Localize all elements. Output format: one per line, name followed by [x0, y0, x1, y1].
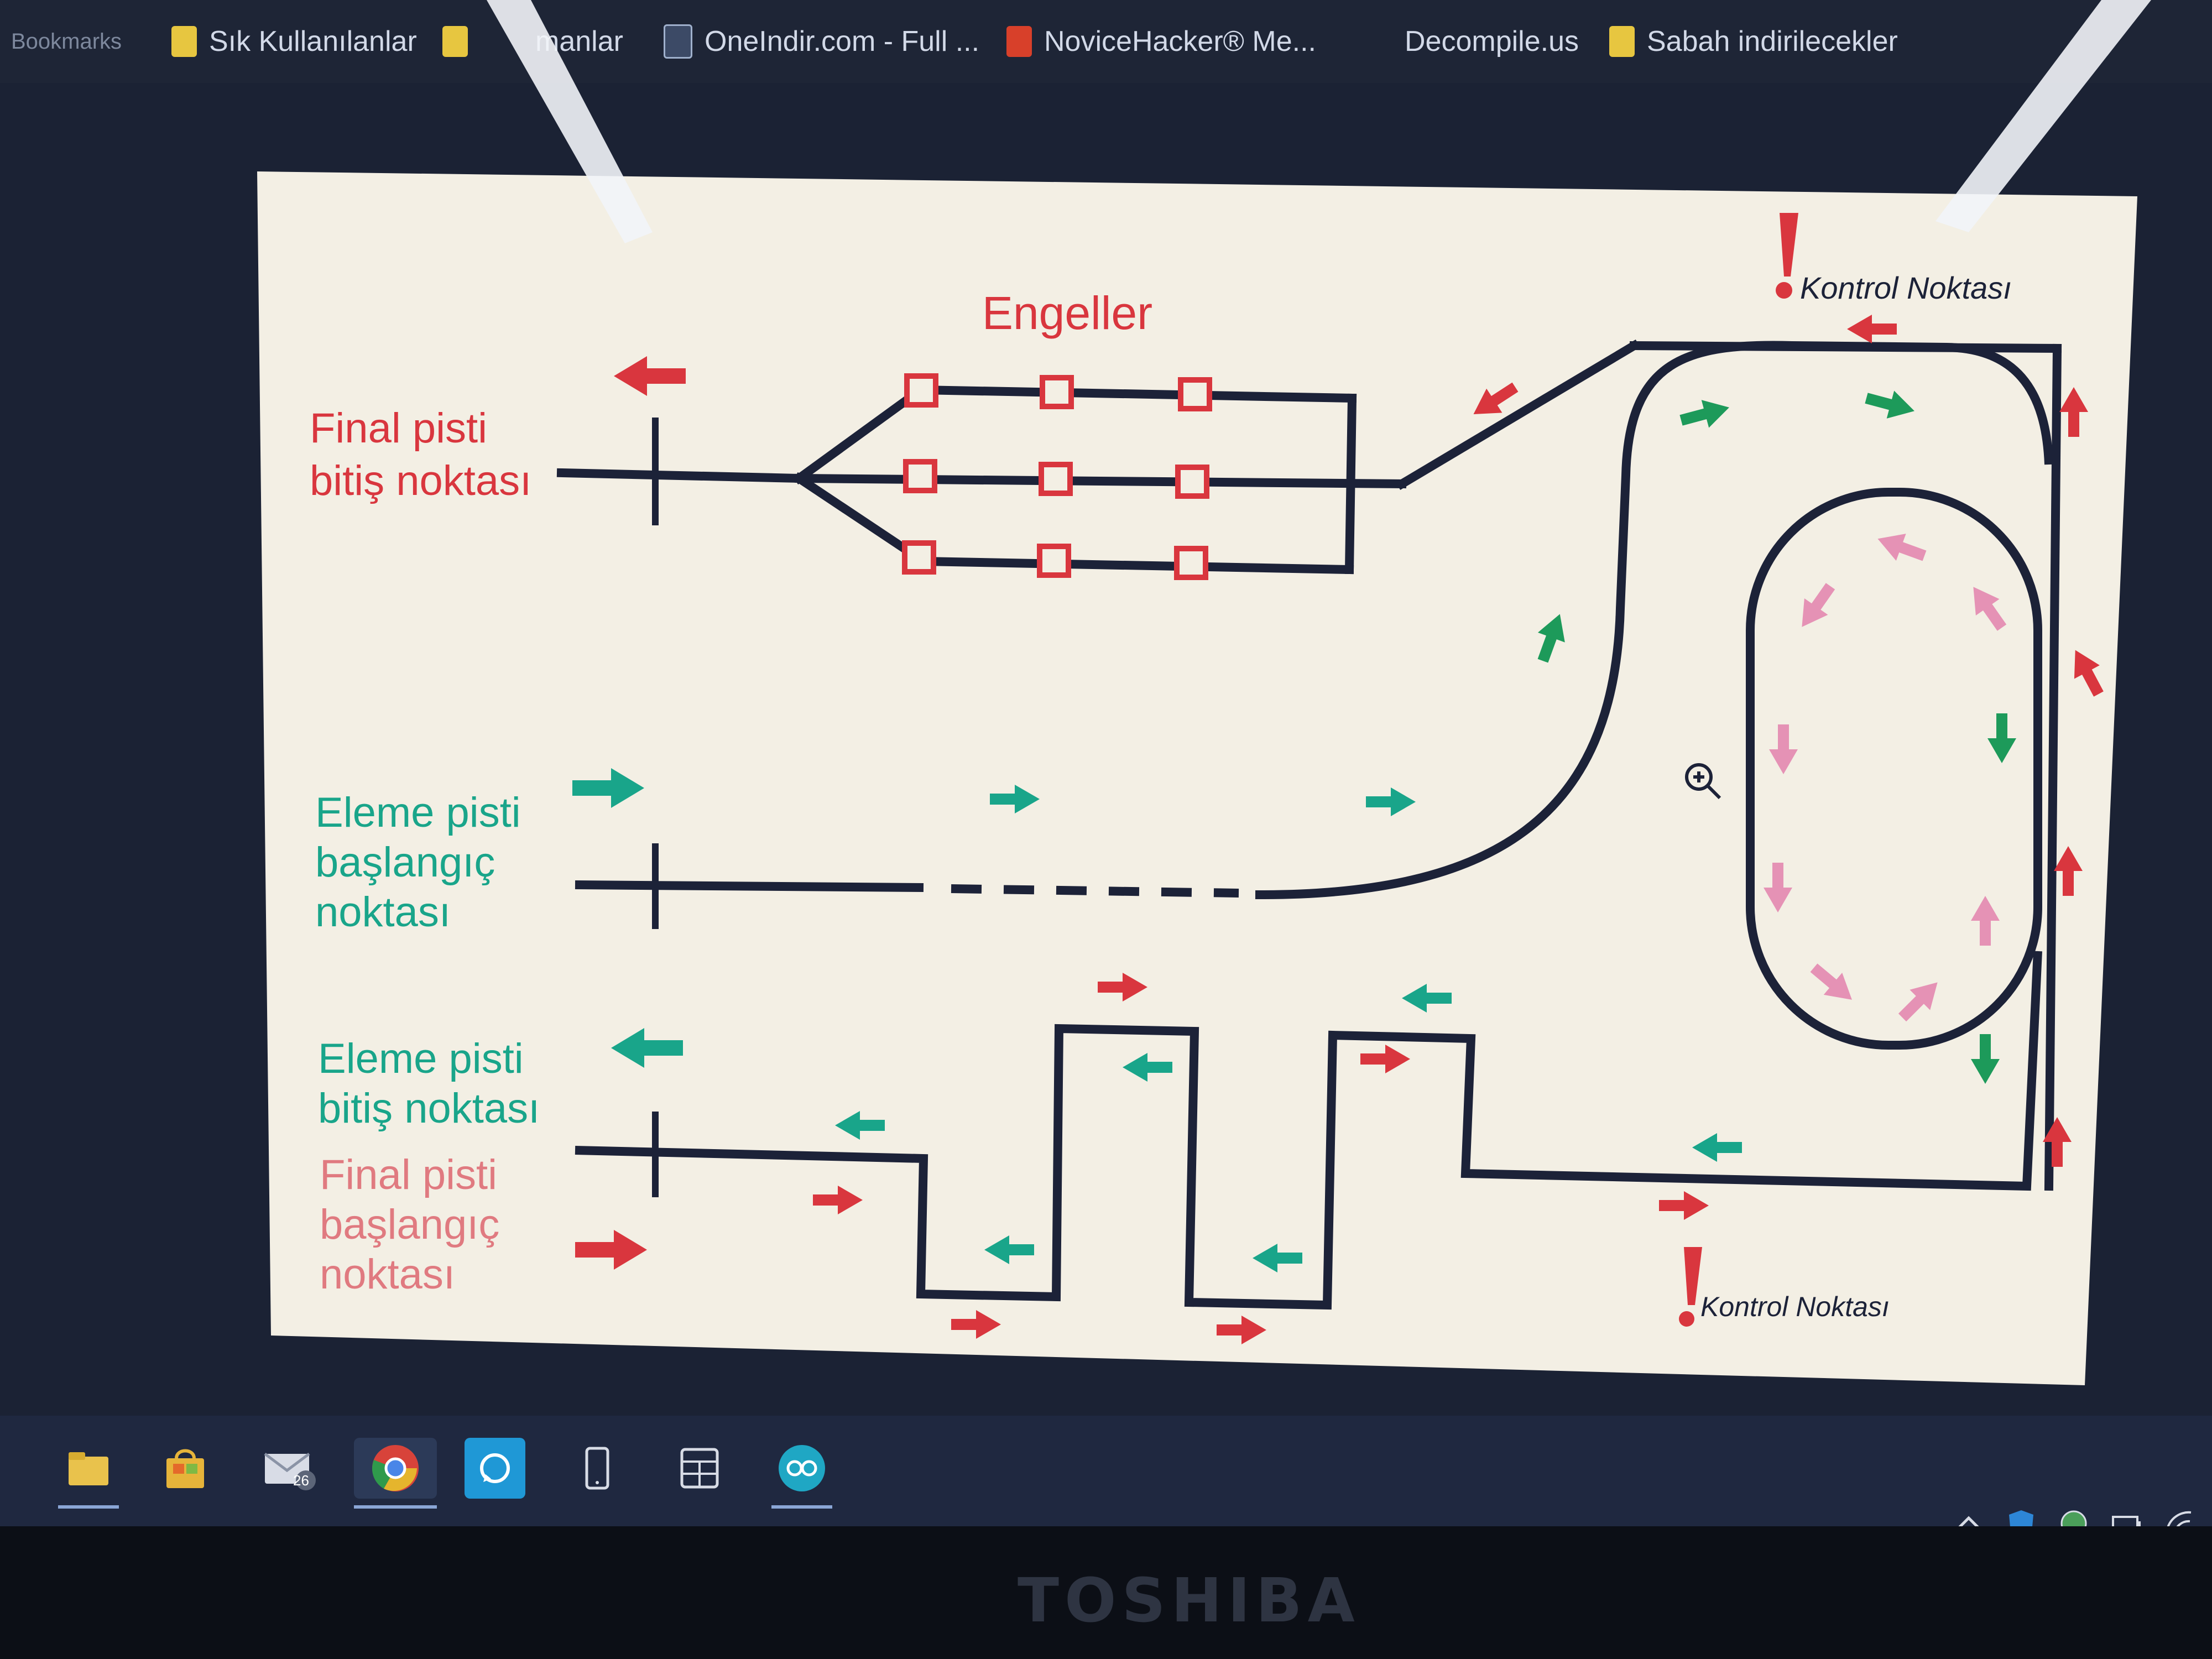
exclamation-icon [1684, 1247, 1702, 1305]
taskbar-app[interactable] [567, 1438, 628, 1499]
elim-start-label-line1: Eleme pisti [315, 789, 521, 836]
laptop-brand-logo: TOSHIBA [1018, 1565, 1360, 1636]
exclamation-icon [1679, 1311, 1694, 1327]
bookmark-folder[interactable]: Sık Kullanılanlar [171, 22, 417, 61]
hacker-icon [1006, 26, 1032, 57]
elim-finish-label-line2: bitiş noktası [318, 1085, 540, 1132]
folder-icon [1609, 26, 1635, 57]
bookmark-label: Sık Kullanılanlar [209, 25, 417, 58]
mail-badge: 26 [293, 1472, 309, 1489]
bookmark-site[interactable]: Decompile.us [1405, 22, 1579, 61]
taskbar-app[interactable] [58, 1438, 119, 1509]
elim-finish-label-line1: Eleme pisti [318, 1035, 524, 1082]
obstacle [1037, 544, 1071, 578]
bookmark-item[interactable]: Bookmarks [11, 22, 122, 61]
light-glare [487, 0, 653, 243]
final-start-label-line1: Final pisti [320, 1151, 497, 1198]
checkpoint-top: Kontrol Noktası [1776, 213, 2012, 305]
light-glare [1936, 0, 2151, 232]
final-finish-label-line2: bitiş noktası [310, 457, 531, 504]
checkpoint-label-bottom: Kontrol Noktası [1700, 1291, 1890, 1322]
exclamation-icon [1780, 213, 1798, 276]
obstacle [903, 459, 937, 493]
phone-icon [585, 1447, 609, 1490]
calculator-icon [680, 1448, 719, 1489]
whatsapp-icon [480, 1453, 510, 1483]
diagram-title: Engeller [982, 287, 1152, 339]
taskbar-app[interactable]: 26 [260, 1438, 321, 1499]
taskbar-app[interactable] [465, 1438, 525, 1499]
final-start-label-line3: noktası [320, 1251, 455, 1298]
taskbar-app[interactable] [354, 1438, 437, 1509]
bookmark-label: NoviceHacker® Me... [1044, 25, 1316, 58]
taskbar-app[interactable] [771, 1438, 832, 1509]
bookmark-label: Decompile.us [1405, 25, 1579, 58]
zigzag-track [575, 951, 2042, 1310]
file-explorer-icon [69, 1452, 108, 1485]
store-icon [166, 1449, 204, 1488]
bookmark-folder[interactable]: Sabah indirilecekler [1609, 22, 1898, 61]
bookmark-site[interactable]: OneIndir.com - Full ... [664, 22, 979, 61]
site-icon [664, 24, 692, 59]
obstacle [902, 540, 936, 575]
mail-icon [264, 1453, 316, 1490]
obstacle [1175, 465, 1209, 499]
obstacle [904, 373, 938, 408]
bookmarks-bar: Bookmarks Sık Kullanılanlar manlar OneIn… [0, 0, 2212, 83]
bookmark-label: OneIndir.com - Full ... [705, 25, 980, 58]
oval-loop [1746, 488, 2042, 1050]
elimination-track [575, 341, 2053, 900]
arduino-icon [779, 1445, 825, 1491]
obstacle [1174, 546, 1208, 580]
final-finish-label-line1: Final pisti [310, 405, 487, 452]
checkpoint-bottom: Kontrol Noktası [1679, 1247, 1890, 1327]
slide-background [257, 171, 2137, 1385]
taskbar-app[interactable] [669, 1438, 730, 1499]
laptop-bezel [0, 1526, 2212, 1659]
taskbar [0, 1416, 2212, 1526]
bookmark-site[interactable]: NoviceHacker® Me... [1006, 22, 1316, 61]
zoom-cursor-icon [1685, 763, 1721, 800]
elim-start-label-line3: noktası [315, 889, 451, 936]
bookmark-label: Bookmarks [11, 29, 122, 54]
elim-start-label-line2: başlangıç [315, 839, 495, 886]
obstacle [1039, 462, 1073, 496]
obstacle [1040, 375, 1074, 409]
chevron-up-icon[interactable] [1952, 1507, 1985, 1540]
folder-icon [171, 26, 197, 57]
bookmark-label: Sabah indirilecekler [1647, 25, 1898, 58]
obstacle [1178, 377, 1212, 411]
exclamation-icon [1776, 282, 1792, 299]
checkpoint-label-top: Kontrol Noktası [1800, 270, 2012, 305]
obstacles [902, 373, 1212, 580]
taskbar-app[interactable] [155, 1438, 216, 1499]
final-start-label-line2: başlangıç [320, 1201, 499, 1248]
chrome-icon [372, 1445, 419, 1491]
folder-icon [442, 26, 468, 57]
